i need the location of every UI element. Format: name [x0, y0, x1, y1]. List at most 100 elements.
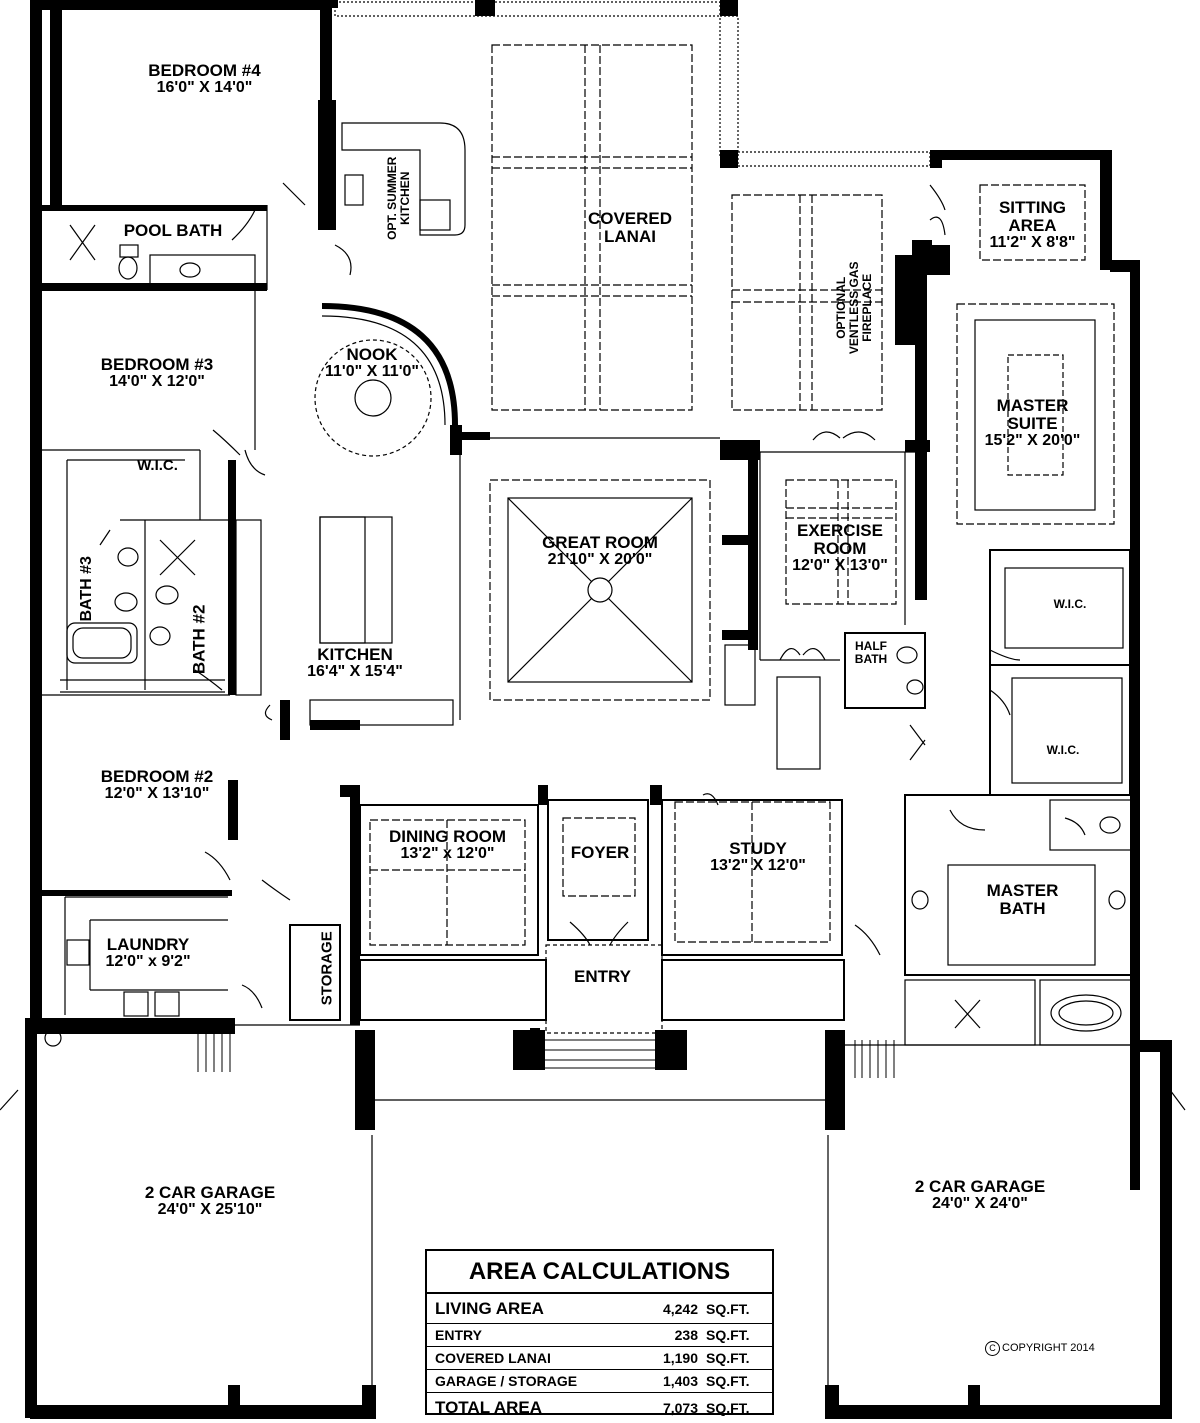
- room-name: 2 CAR GARAGE: [144, 1183, 276, 1202]
- area-label: TOTAL AREA: [435, 1398, 543, 1417]
- room-label-line1: EXERCISE: [797, 521, 883, 540]
- room-dimensions: 21'10" X 20'0": [547, 550, 653, 568]
- area-unit: SQ.FT.: [706, 1400, 750, 1416]
- room-label-line3: FIREPLACE: [860, 273, 875, 342]
- table-row: GARAGE / STORAGE 1,403 SQ.FT.: [427, 1370, 772, 1393]
- room-name: DINING ROOM: [388, 827, 507, 846]
- room-wic-master-2: W.I.C.: [1028, 744, 1098, 757]
- optional-fireplace: OPTIONAL VENTLESS GAS FIREPLACE: [834, 248, 875, 368]
- room-label-line2: BATH: [854, 651, 888, 666]
- table-row: LIVING AREA 4,242 SQ.FT.: [427, 1294, 772, 1324]
- room-foyer: FOYER: [555, 844, 645, 862]
- interior-walls: [0, 1, 1186, 1400]
- area-value: 7,073: [662, 1400, 698, 1416]
- room-dimensions: 16'4" X 15'4": [307, 662, 403, 680]
- room-dining: DINING ROOM 13'2" x 12'0": [370, 828, 525, 863]
- room-master-bath: MASTER BATH: [965, 882, 1080, 918]
- room-name: BATH #3: [78, 556, 96, 622]
- room-label-line2: ROOM: [813, 538, 867, 558]
- room-dimensions: 13'2" x 12'0": [400, 844, 495, 862]
- copyright-icon: C: [985, 1341, 1000, 1356]
- room-name: BEDROOM #3: [100, 355, 214, 374]
- room-laundry: LAUNDRY 12'0" x 9'2": [88, 936, 208, 971]
- area-unit: SQ.FT.: [706, 1373, 750, 1389]
- room-bath-2: BATH #2: [189, 599, 210, 679]
- room-name: W.I.C.: [137, 457, 178, 474]
- area-value: 4,242: [662, 1300, 698, 1317]
- room-name: POOL BATH: [123, 221, 223, 240]
- room-bedroom-4: BEDROOM #4 16'0" X 14'0": [112, 62, 297, 97]
- room-dimensions: 12'0" X 13'10": [104, 784, 210, 802]
- room-dimensions: 24'0" X 25'10": [157, 1200, 263, 1218]
- room-label-line1: COVERED: [587, 209, 673, 228]
- room-name: W.I.C.: [1053, 597, 1087, 611]
- room-bedroom-2: BEDROOM #2 12'0" X 13'10": [72, 768, 242, 803]
- room-name: GREAT ROOM: [542, 533, 658, 552]
- room-name: BEDROOM #4: [148, 61, 261, 80]
- area-value: 1,190: [662, 1350, 698, 1366]
- room-dimensions: 11'0" X 11'0": [325, 362, 419, 380]
- room-kitchen: KITCHEN 16'4" X 15'4": [285, 646, 425, 681]
- room-name: LAUNDRY: [106, 935, 190, 954]
- room-name: W.I.C.: [1046, 743, 1080, 757]
- room-label-line1: SITTING: [998, 198, 1067, 217]
- room-entry: ENTRY: [555, 968, 650, 986]
- table-row: COVERED LANAI 1,190 SQ.FT.: [427, 1347, 772, 1370]
- room-name: BATH #2: [189, 604, 209, 675]
- room-dimensions: 12'0" x 9'2": [105, 952, 191, 970]
- room-name: BEDROOM #2: [100, 767, 214, 786]
- room-name: 2 CAR GARAGE: [914, 1177, 1046, 1196]
- room-covered-lanai: COVERED LANAI: [570, 210, 690, 246]
- room-wic-left: W.I.C.: [125, 458, 190, 474]
- room-label-line2: SUITE: [1007, 413, 1058, 433]
- table-row: TOTAL AREA 7,073 SQ.FT.: [427, 1393, 772, 1423]
- room-name: ENTRY: [574, 967, 631, 986]
- room-pool-bath: POOL BATH: [108, 222, 238, 240]
- room-label-line2: BATH: [999, 898, 1046, 918]
- exterior-walls: [25, 0, 1172, 1419]
- area-unit: SQ.FT.: [706, 1327, 750, 1343]
- room-label-line1: MASTER: [986, 881, 1059, 900]
- room-half-bath: HALF BATH: [846, 640, 896, 665]
- room-name: KITCHEN: [317, 645, 393, 664]
- room-dimensions: 11'2" X 8'8": [989, 233, 1076, 251]
- room-bath-3: BATH #3: [78, 554, 96, 624]
- area-table-title: AREA CALCULATIONS: [427, 1251, 772, 1294]
- room-dimensions: 16'0" X 14'0": [156, 78, 253, 96]
- room-label-line1: MASTER: [996, 396, 1069, 415]
- area-calculations-table: AREA CALCULATIONS LIVING AREA 4,242 SQ.F…: [425, 1249, 774, 1417]
- copyright-text: COPYRIGHT 2014: [1002, 1342, 1095, 1354]
- room-garage-right: 2 CAR GARAGE 24'0" X 24'0": [890, 1178, 1070, 1213]
- area-value: 1,403: [662, 1373, 698, 1389]
- room-label-line1: HALF: [855, 639, 887, 653]
- room-master-suite: MASTER SUITE 15'2" X 20'0": [965, 397, 1100, 449]
- room-bedroom-3: BEDROOM #3 14'0" X 12'0": [72, 356, 242, 391]
- room-name: STUDY: [729, 839, 787, 858]
- room-name: NOOK: [346, 345, 398, 364]
- room-wic-master-1: W.I.C.: [1035, 598, 1105, 611]
- area-label: ENTRY: [435, 1327, 482, 1343]
- room-name: STORAGE: [318, 931, 336, 1006]
- room-garage-left: 2 CAR GARAGE 24'0" X 25'10": [120, 1184, 300, 1219]
- area-label: COVERED LANAI: [435, 1350, 551, 1366]
- area-label: LIVING AREA: [435, 1298, 544, 1318]
- area-value: 238: [674, 1327, 698, 1343]
- room-great-room: GREAT ROOM 21'10" X 20'0": [520, 534, 680, 569]
- room-dimensions: 14'0" X 12'0": [109, 372, 205, 390]
- room-dimensions: 12'0" X 13'0": [792, 556, 888, 574]
- room-label-line2: LANAI: [604, 226, 656, 246]
- room-storage: STORAGE: [318, 926, 336, 1011]
- room-sitting-area: SITTING AREA 11'2" X 8'8": [975, 199, 1090, 251]
- room-dimensions: 15'2" X 20'0": [984, 431, 1081, 449]
- room-name: FOYER: [570, 843, 630, 862]
- room-dimensions: 24'0" X 24'0": [932, 1194, 1028, 1212]
- area-label: GARAGE / STORAGE: [435, 1373, 578, 1389]
- room-summer-kitchen: OPT. SUMMER KITCHEN: [385, 143, 412, 253]
- room-study: STUDY 13'2" X 12'0": [688, 840, 828, 875]
- area-unit: SQ.FT.: [706, 1300, 750, 1317]
- area-unit: SQ.FT.: [706, 1350, 750, 1366]
- room-label-line2: KITCHEN: [398, 171, 412, 225]
- room-exercise: EXERCISE ROOM 12'0" X 13'0": [775, 522, 905, 574]
